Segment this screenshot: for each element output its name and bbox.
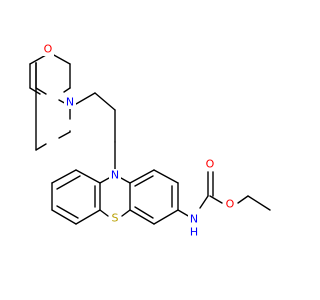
- morpholine-nitrogen-label: N: [64, 96, 76, 109]
- svg-text:O: O: [44, 43, 53, 56]
- carbamate-chain: [177, 171, 271, 218]
- svg-text:O: O: [206, 158, 215, 171]
- propyl-chain: [75, 92, 116, 171]
- molecule-canvas: O N N S N H O O: [29, 42, 271, 239]
- morpholine-oxygen-label: O: [42, 43, 54, 56]
- svg-text:H: H: [190, 226, 198, 239]
- amide-nitrogen-label: N: [188, 213, 200, 226]
- svg-text:N: N: [190, 213, 198, 226]
- morpholine-hexagon: [29, 53, 71, 95]
- central-thiazine-ring: [99, 177, 131, 217]
- atom-labels: O N N S N H O O: [42, 43, 236, 239]
- ester-oxygen-label: O: [224, 198, 236, 211]
- ring-nitrogen-label: N: [109, 169, 121, 182]
- carbonyl-oxygen-label: O: [204, 158, 216, 171]
- amide-hydrogen-label: H: [188, 226, 200, 239]
- right-benzene-ring: [129, 169, 179, 225]
- svg-text:S: S: [112, 212, 119, 225]
- svg-text:N: N: [66, 96, 74, 109]
- ring-sulfur-label: S: [109, 212, 121, 225]
- svg-text:N: N: [111, 169, 119, 182]
- left-benzene-ring: [51, 169, 101, 225]
- molecule-structure: O N N S N H O O: [29, 43, 271, 239]
- svg-text:O: O: [226, 198, 235, 211]
